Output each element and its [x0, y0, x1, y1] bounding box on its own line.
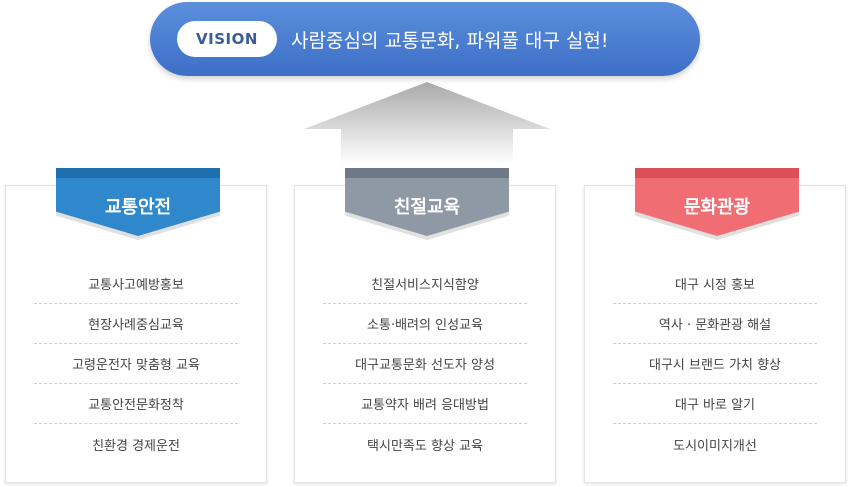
- list-item: 친환경 경제운전: [92, 438, 180, 454]
- vision-tag: VISION: [177, 21, 277, 57]
- card-title: 교통안전: [56, 178, 220, 236]
- list-item: 택시만족도 향상 교육: [367, 438, 483, 454]
- list-item: 고령운전자 맞춤형 교육: [34, 344, 238, 384]
- list-item: 소통·배려의 인성교육: [323, 304, 527, 344]
- list-item: 교통안전문화정착: [34, 384, 238, 424]
- card-traffic-safety: 교통안전 교통사고예방홍보 현장사례중심교육 고령운전자 맞춤형 교육 교통안전…: [5, 168, 267, 483]
- card-badge: 친절교육: [345, 168, 509, 240]
- list-item: 친절서비스지식함양: [323, 264, 527, 304]
- vision-banner: VISION 사람중심의 교통문화, 파워풀 대구 실현!: [150, 2, 700, 76]
- list-item: 도시이미지개선: [673, 438, 757, 454]
- list-item: 대구 바로 알기: [613, 384, 817, 424]
- list-item: 교통사고예방홍보: [34, 264, 238, 304]
- vision-statement: 사람중심의 교통문화, 파워풀 대구 실현!: [291, 29, 609, 52]
- card-item-list: 대구 시정 홍보 역사 · 문화관광 해설 대구시 브랜드 가치 향상 대구 바…: [613, 264, 817, 464]
- list-item: 대구 시정 홍보: [613, 264, 817, 304]
- card-kindness-education: 친절교육 친절서비스지식함양 소통·배려의 인성교육 대구교통문화 선도자 양성…: [294, 168, 556, 483]
- list-item: 교통약자 배려 응대방법: [323, 384, 527, 424]
- list-item: 대구시 브랜드 가치 향상: [613, 344, 817, 384]
- list-item: 현장사례중심교육: [34, 304, 238, 344]
- up-arrow-icon: [304, 82, 550, 164]
- list-item: 대구교통문화 선도자 양성: [323, 344, 527, 384]
- list-item: 역사 · 문화관광 해설: [613, 304, 817, 344]
- card-title: 친절교육: [345, 178, 509, 236]
- card-badge: 문화관광: [635, 168, 799, 240]
- card-item-list: 교통사고예방홍보 현장사례중심교육 고령운전자 맞춤형 교육 교통안전문화정착 …: [34, 264, 238, 464]
- card-item-list: 친절서비스지식함양 소통·배려의 인성교육 대구교통문화 선도자 양성 교통약자…: [323, 264, 527, 464]
- card-culture-tourism: 문화관광 대구 시정 홍보 역사 · 문화관광 해설 대구시 브랜드 가치 향상…: [584, 168, 846, 483]
- card-badge: 교통안전: [56, 168, 220, 240]
- card-title: 문화관광: [635, 178, 799, 236]
